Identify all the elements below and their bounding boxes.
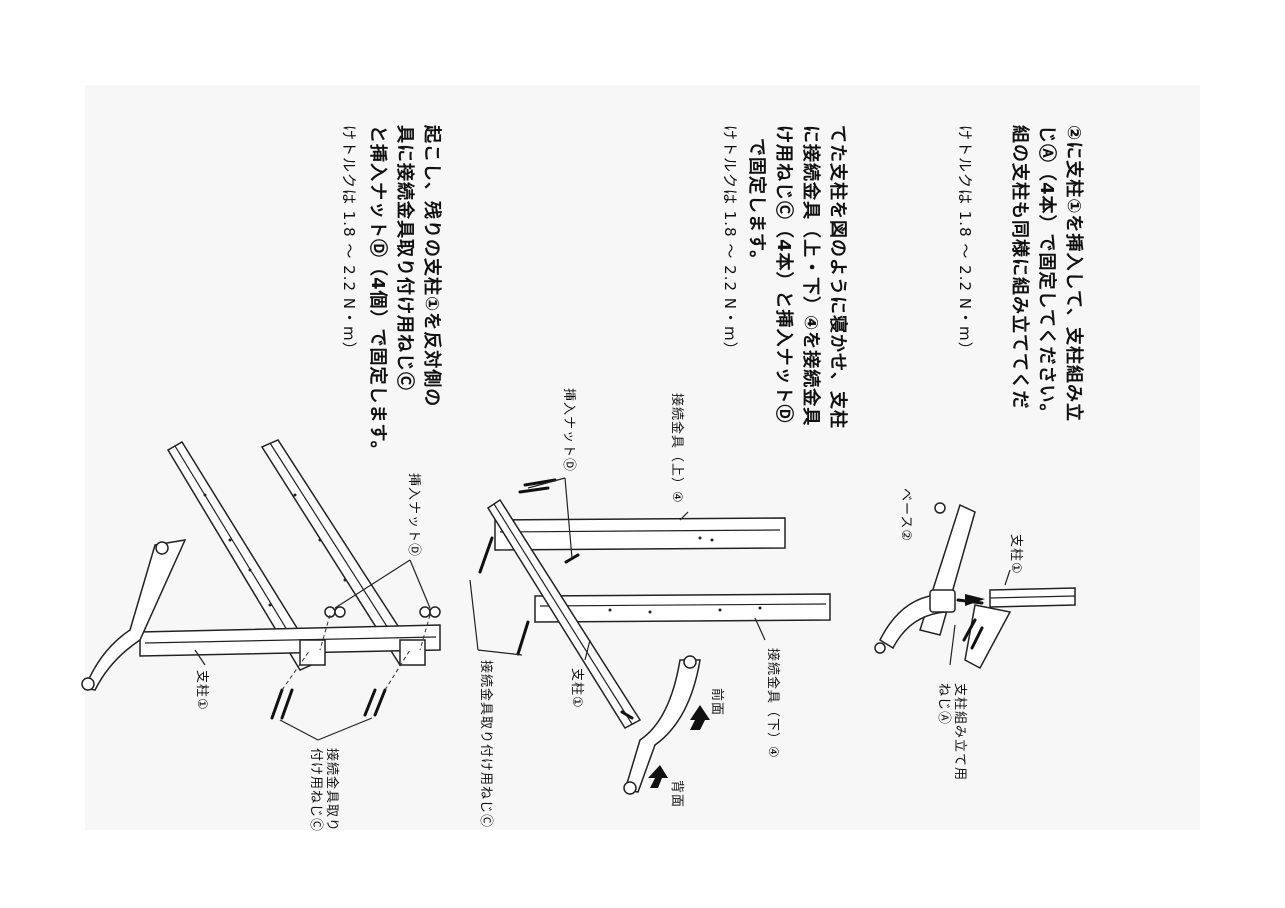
label-connector-lower: 接続金具（下）④ bbox=[765, 648, 780, 759]
label-connector-screw-bottom-1: 接続金具取り bbox=[324, 748, 339, 833]
step1-line1: ②に支柱①を挿入して、支柱組み立 bbox=[1063, 125, 1084, 423]
label-insert-nut-bottom: 挿入ナットⒹ bbox=[406, 473, 421, 558]
label-pillar-mid: 支柱① bbox=[569, 668, 584, 709]
label-insert-nut-mid: 挿入ナットⒹ bbox=[561, 388, 576, 473]
step3-line3: と挿入ナットⒹ（4個）で固定します。 bbox=[367, 125, 388, 460]
step2-line1: てた支柱を図のように寝かせ、支柱 bbox=[827, 125, 848, 429]
label-connector-screw-bottom-2: 付け用ねじⒸ bbox=[308, 748, 323, 833]
step1-line2: じⒶ（4本）で固定してください。 bbox=[1036, 125, 1057, 423]
label-connector-screw-mid: 接続金具取り付け用ねじⒸ bbox=[478, 660, 493, 829]
step2-figure bbox=[469, 477, 831, 795]
step3-line1: 起こし、残りの支柱①を反対側の bbox=[421, 125, 442, 408]
label-pillar-bottom: 支柱① bbox=[194, 670, 209, 711]
step1-figure bbox=[874, 502, 1076, 670]
step2-line3: け用ねじⒸ（4本）と挿入ナットⒹ bbox=[773, 125, 794, 424]
step3-figure bbox=[81, 439, 441, 741]
label-connector-upper: 接続金具（上）④ bbox=[669, 393, 684, 504]
step2-torque: けトルクは 1.8 ～ 2.2 N・m） bbox=[721, 125, 739, 358]
label-front: 前面 bbox=[709, 688, 724, 717]
step3-line2: 具に接続金具取り付け用ねじⒸ bbox=[394, 125, 415, 391]
label-base: ベース② bbox=[898, 488, 913, 543]
step1-line3: 組の支柱も同様に組み立ててくだ bbox=[1009, 125, 1030, 410]
label-pillar-screw-1: 支柱組み立て用 bbox=[952, 683, 967, 782]
step3-torque: けトルクは 1.8 ～ 2.2 N・m） bbox=[340, 125, 358, 358]
step2-line2: に接続金具（上・下）④を接続金具 bbox=[800, 125, 821, 427]
label-pillar-top: 支柱① bbox=[1008, 534, 1023, 575]
step1-torque: けトルクは 1.8 ～ 2.2 N・m） bbox=[956, 125, 974, 358]
label-pillar-screw-2: ねじⒶ bbox=[936, 683, 951, 726]
label-back: 背面 bbox=[669, 780, 684, 809]
step2-line4: で固定します。 bbox=[746, 138, 767, 270]
